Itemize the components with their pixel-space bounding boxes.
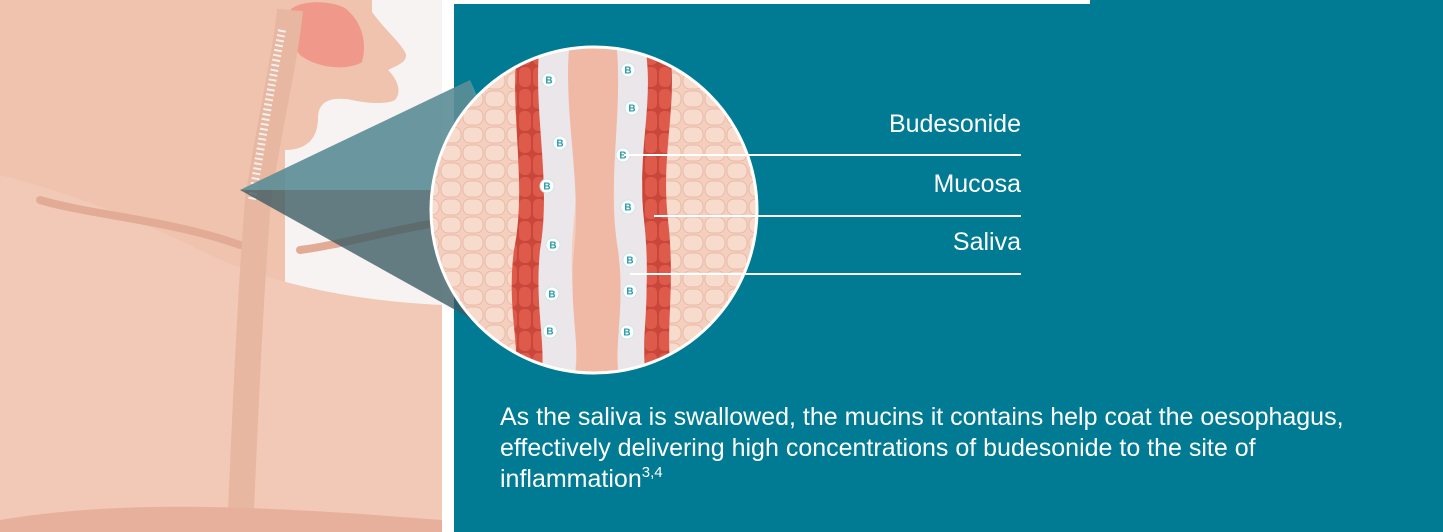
budesonide-bead: B [623, 253, 637, 267]
caption: As the saliva is swallowed, the mucins i… [500, 402, 1400, 495]
bead-letter: B [628, 104, 635, 115]
bead-letter: B [626, 287, 633, 298]
budesonide-bead: B [621, 63, 635, 77]
bead-letter: B [546, 327, 553, 338]
budesonide-bead: B [543, 324, 557, 338]
head-silhouette [0, 0, 442, 532]
mucosa-label: Mucosa [721, 170, 1021, 199]
budesonide-bead: B [625, 101, 639, 115]
bead-letter: B [549, 241, 556, 252]
bead-letter: B [624, 66, 631, 77]
saliva-label: Saliva [721, 228, 1021, 257]
budesonide-bead: B [621, 200, 635, 214]
budesonide-bead: B [545, 287, 559, 301]
budesonide-bead: B [542, 73, 556, 87]
bead-letter: B [556, 139, 563, 150]
bead-letter: B [543, 182, 550, 193]
bead-letter: B [545, 76, 552, 87]
bead-letter: B [626, 256, 633, 267]
budesonide-bead: B [546, 238, 560, 252]
budesonide-bead: B [553, 136, 567, 150]
caption-reference: 3,4 [642, 464, 663, 481]
caption-text: As the saliva is swallowed, the mucins i… [500, 403, 1344, 493]
budesonide-bead: B [623, 284, 637, 298]
bead-letter: B [548, 290, 555, 301]
budesonide-bead: B [540, 179, 554, 193]
budesonide-label: Budesonide [721, 110, 1021, 139]
budesonide-bead: B [620, 325, 634, 339]
bead-letter: B [624, 203, 631, 214]
bead-letter: B [623, 328, 630, 339]
